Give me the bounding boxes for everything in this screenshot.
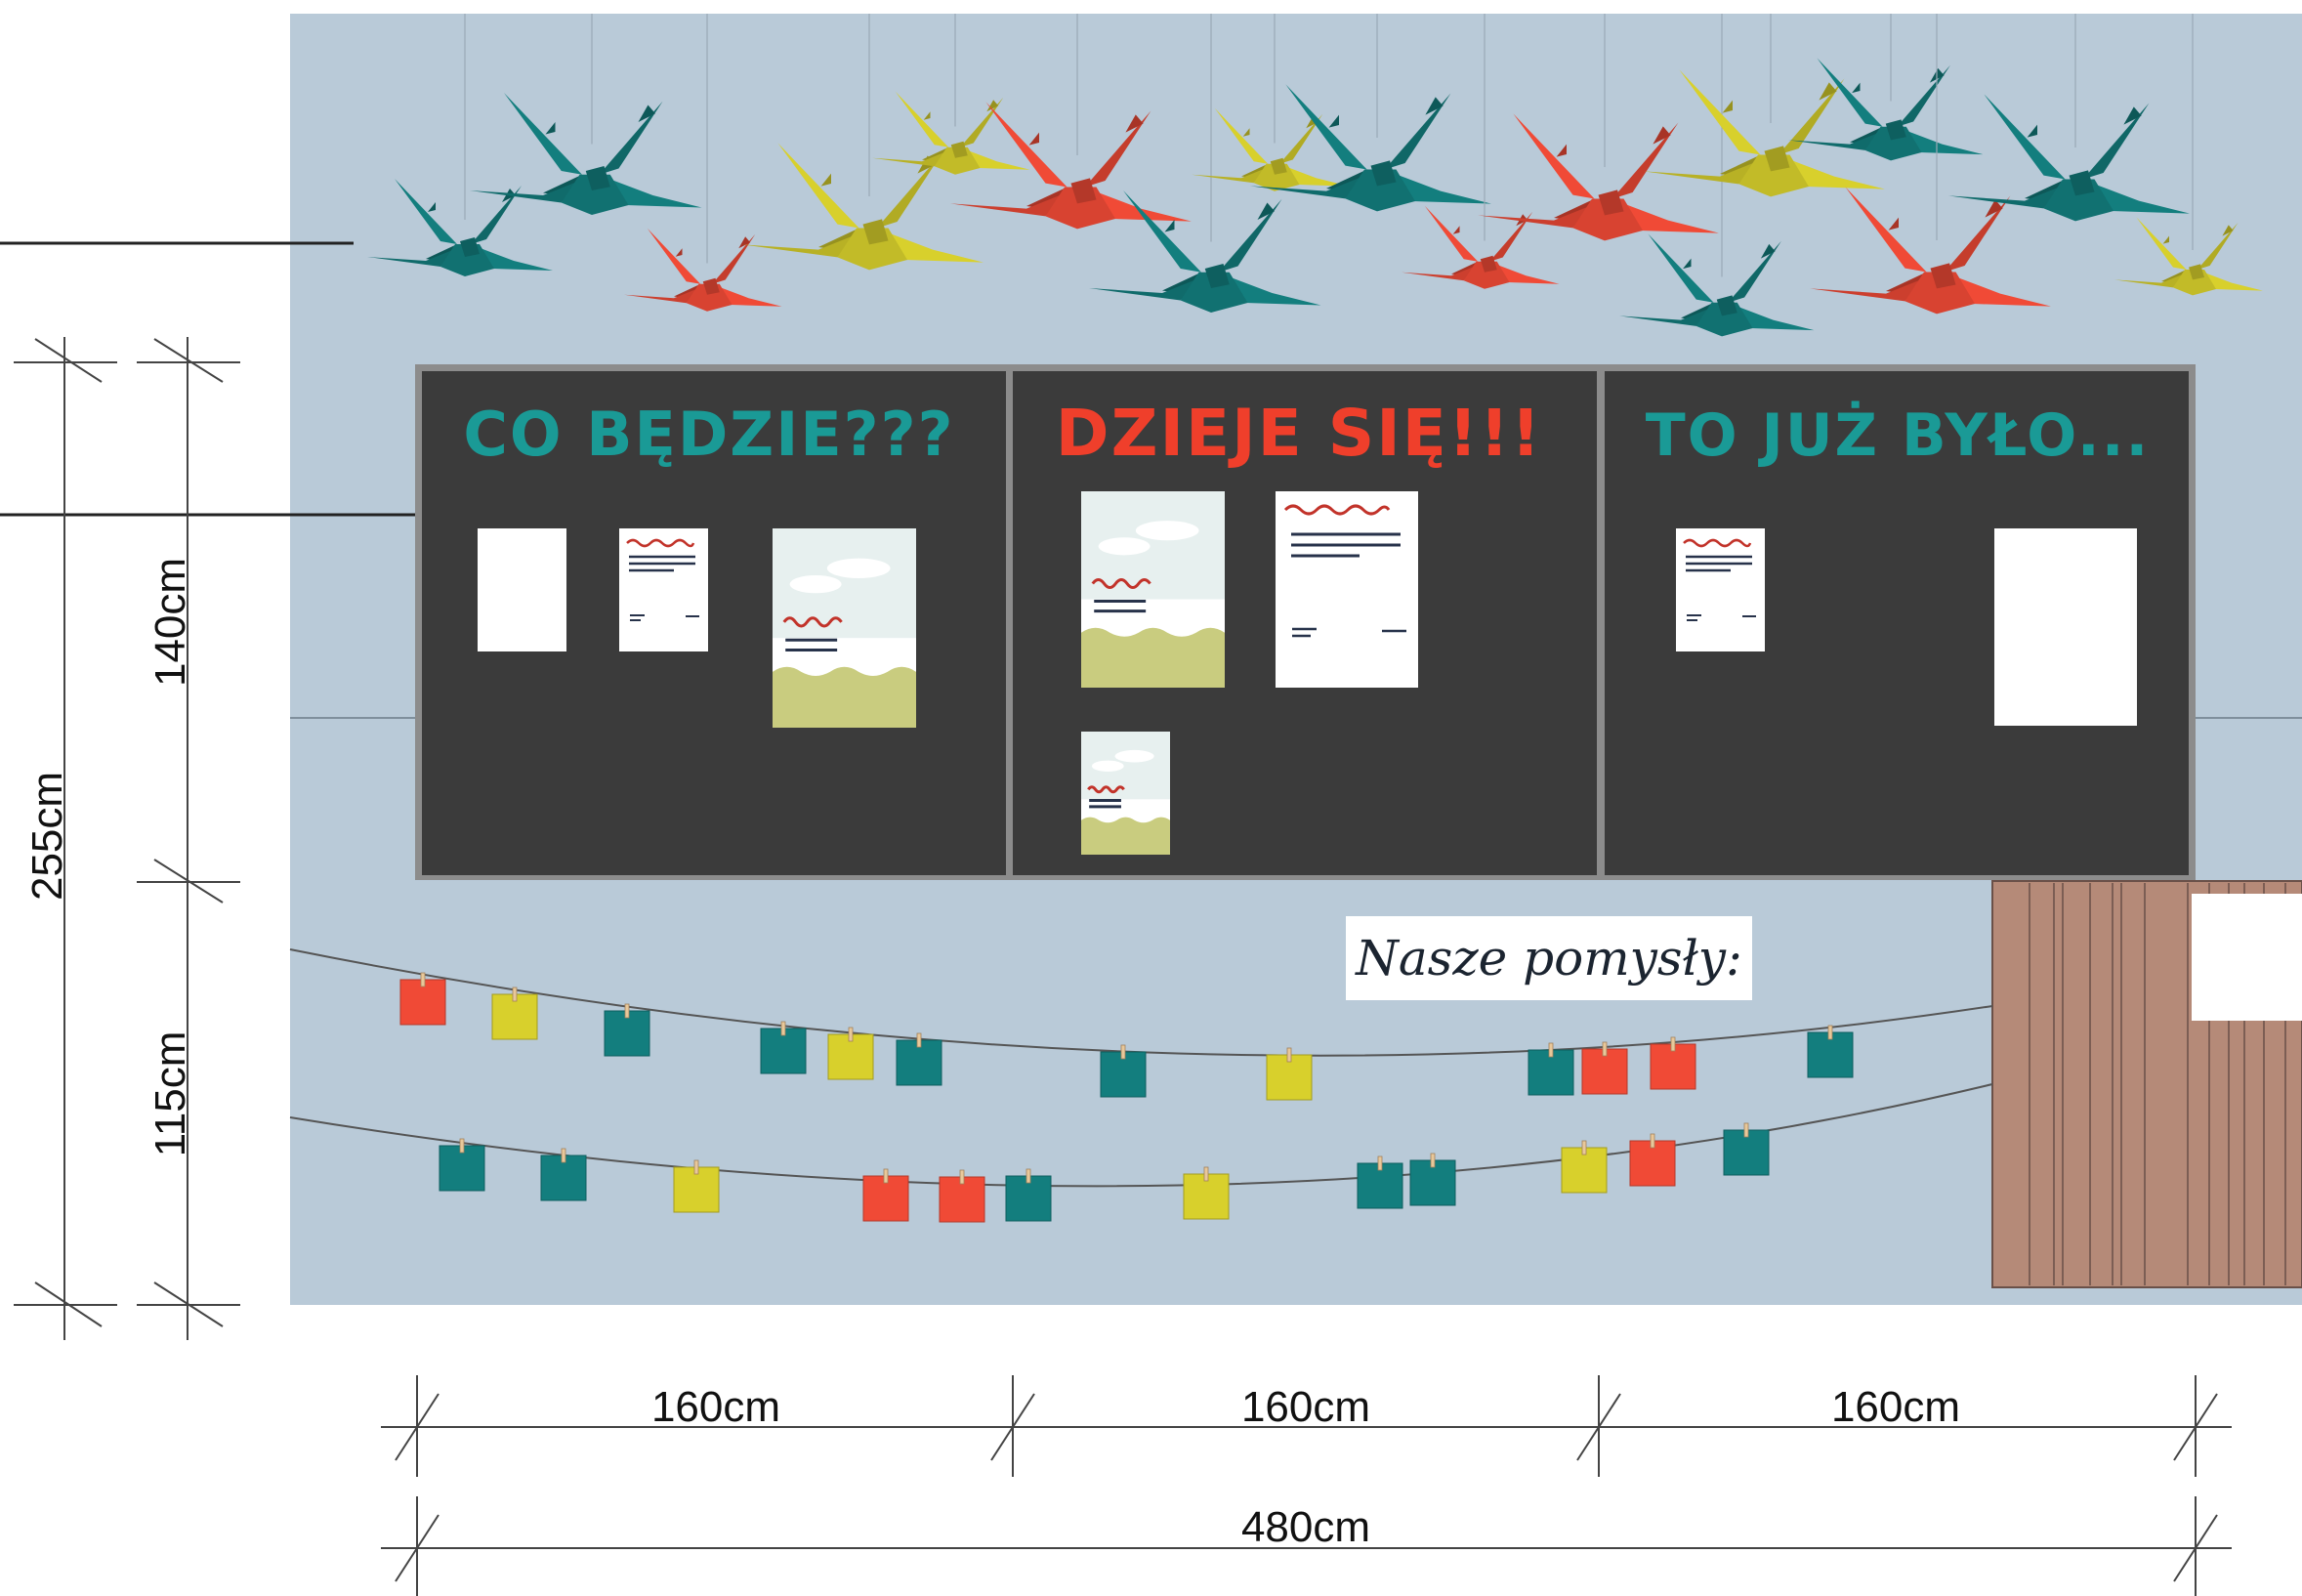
origami-crane xyxy=(872,91,1030,175)
origami-crane xyxy=(1810,187,2051,315)
door-window xyxy=(2192,894,2302,1021)
horizontal-dimensions xyxy=(381,1375,2232,1596)
origami-crane xyxy=(1619,233,1815,337)
idea-card xyxy=(1183,1166,1230,1220)
idea-card xyxy=(1629,1133,1676,1187)
dimension-section-2: 160cm xyxy=(1241,1383,1370,1431)
idea-card xyxy=(604,1003,650,1057)
idea-card xyxy=(939,1169,985,1223)
idea-card xyxy=(1409,1153,1456,1206)
origami-crane xyxy=(2114,217,2263,296)
letter-sheet xyxy=(619,528,708,651)
idea-cards xyxy=(399,972,1854,1223)
dimension-vertical-lower: 115cm xyxy=(146,1031,194,1157)
origami-crane xyxy=(470,93,702,215)
board-1-title: CO BĘDZIE??? xyxy=(463,399,954,470)
idea-card xyxy=(1005,1168,1052,1222)
blank-sheet xyxy=(478,528,566,651)
origami-crane xyxy=(1948,94,2190,222)
origami-crane xyxy=(1478,113,1719,241)
idea-card xyxy=(1650,1036,1696,1090)
origami-crane xyxy=(367,179,553,276)
poster-sheet xyxy=(1081,491,1226,688)
origami-crane xyxy=(1788,58,1984,161)
poster-sheet xyxy=(773,528,917,728)
dimension-section-1: 160cm xyxy=(651,1383,780,1431)
board-3-title: TO JUŻ BYŁO... xyxy=(1646,399,2151,470)
origami-crane xyxy=(1250,84,1491,212)
vertical-dimensions xyxy=(14,337,240,1340)
idea-card xyxy=(1561,1140,1608,1194)
origami-crane xyxy=(1192,107,1350,191)
cork-boards: CO BĘDZIE??? DZIEJE SIĘ!!! TO JUŻ BYŁO..… xyxy=(415,364,2196,880)
poster-sheet xyxy=(1081,732,1170,855)
card-string-1 xyxy=(289,948,1993,1057)
dimension-vertical-upper: 140cm xyxy=(146,558,194,687)
idea-card xyxy=(1723,1122,1770,1176)
idea-card xyxy=(1100,1044,1147,1098)
idea-card xyxy=(1357,1155,1403,1209)
ideas-label: Nasze pomysły: xyxy=(1355,930,1742,987)
letter-sheet xyxy=(1276,491,1418,688)
blank-sheet xyxy=(1994,528,2137,726)
idea-card xyxy=(827,1027,874,1080)
origami-cranes xyxy=(367,14,2263,337)
idea-card xyxy=(862,1168,909,1222)
dimension-horizontal-total: 480cm xyxy=(1241,1503,1370,1551)
idea-card xyxy=(1528,1042,1574,1096)
origami-crane xyxy=(1402,205,1560,289)
origami-crane xyxy=(1089,190,1321,313)
dimension-vertical-total: 255cm xyxy=(23,772,71,901)
idea-card xyxy=(1807,1025,1854,1078)
origami-crane xyxy=(624,228,782,312)
idea-card xyxy=(1581,1041,1628,1095)
origami-crane xyxy=(1644,69,1885,197)
idea-card xyxy=(439,1138,485,1192)
idea-card xyxy=(760,1021,807,1074)
ideas-label-box xyxy=(1346,916,1752,1000)
idea-card xyxy=(1266,1047,1313,1101)
idea-card xyxy=(491,987,538,1040)
letter-sheet xyxy=(1676,528,1765,651)
dimension-section-3: 160cm xyxy=(1831,1383,1960,1431)
idea-card xyxy=(399,972,446,1026)
idea-card xyxy=(673,1159,720,1213)
idea-card xyxy=(896,1032,942,1086)
idea-card xyxy=(540,1148,587,1201)
board-2-title: DZIEJE SIĘ!!! xyxy=(1056,396,1542,471)
